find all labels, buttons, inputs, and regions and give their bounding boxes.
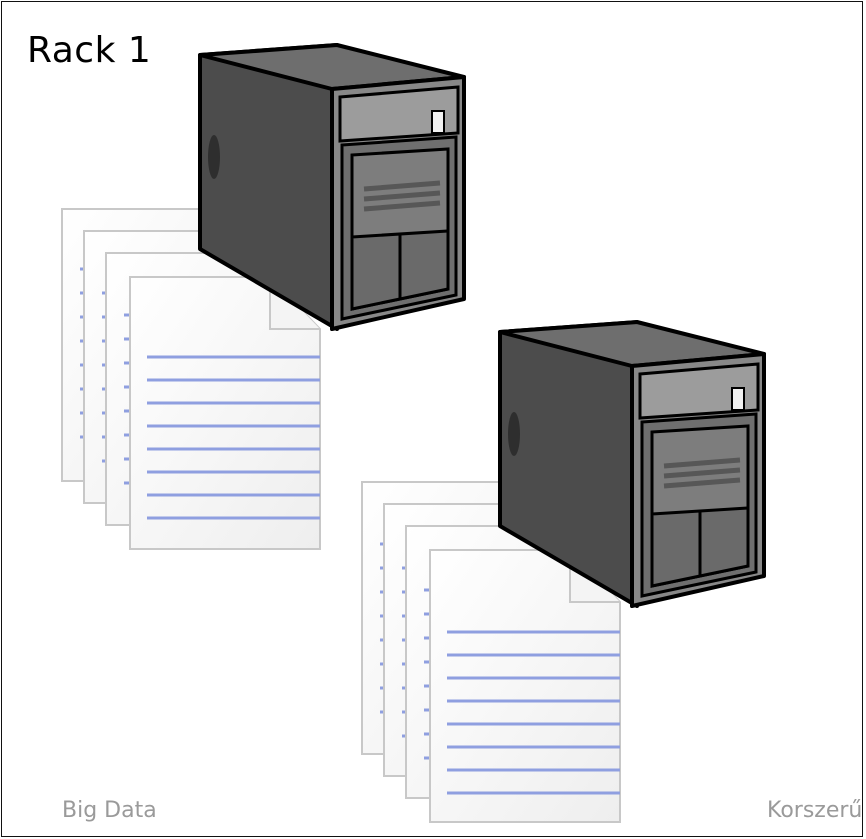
- document-stack-icon: [61, 208, 321, 550]
- rack-label: Rack 1: [27, 30, 152, 71]
- server-tower-icon: [198, 43, 466, 331]
- server-tower-icon: [498, 320, 766, 608]
- footer-right-text: Korszerű: [767, 798, 863, 823]
- document-stack-icon: [361, 481, 621, 823]
- footer-left-text: Big Data: [62, 798, 157, 823]
